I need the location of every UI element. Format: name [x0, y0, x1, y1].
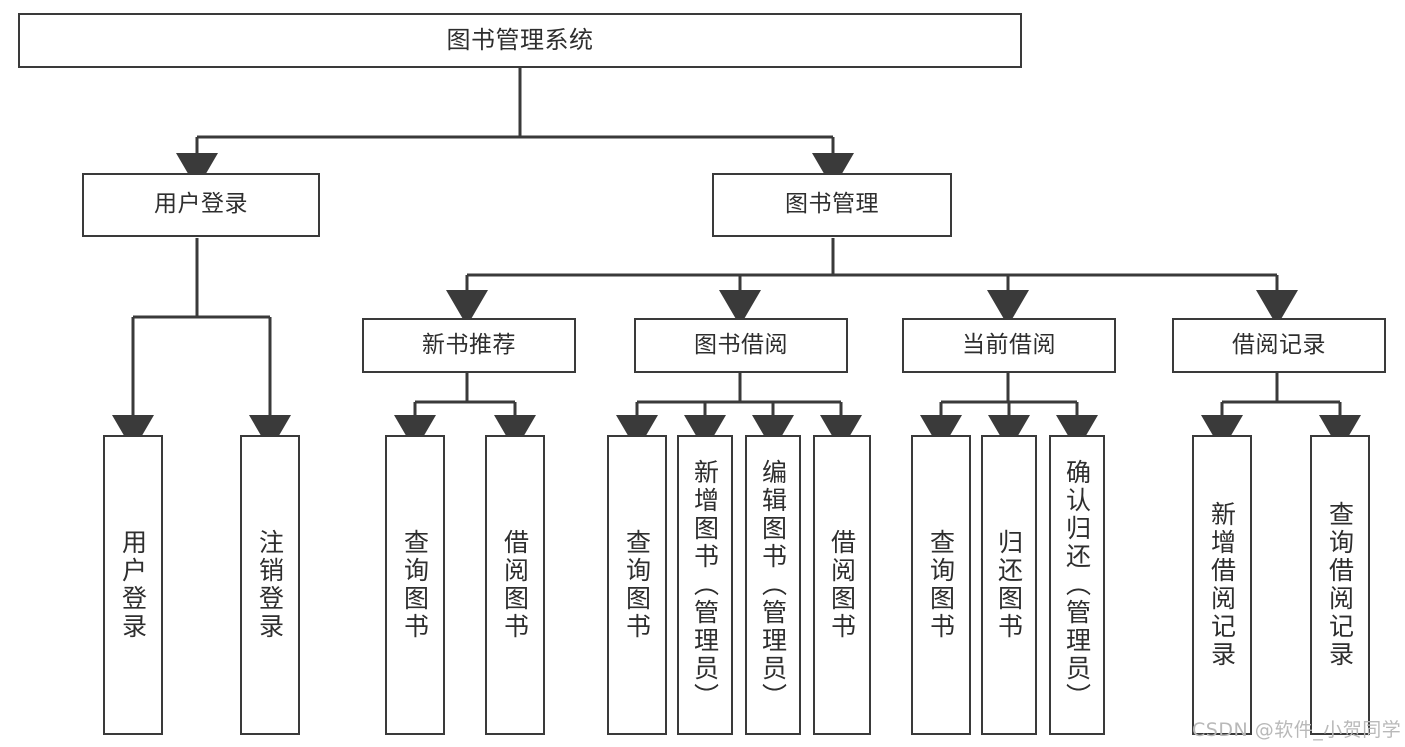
- node-label: 新增图书（管理员）: [690, 459, 720, 711]
- node-label: 注销登录: [255, 529, 285, 641]
- leaf-query-books-new[interactable]: 查询图书: [385, 435, 445, 735]
- leaf-query-borrow-record[interactable]: 查询借阅记录: [1310, 435, 1370, 735]
- node-label: 用户登录: [154, 191, 248, 218]
- node-label: 当前借阅: [962, 331, 1056, 358]
- node-label: 查询图书: [926, 529, 956, 641]
- node-book-management[interactable]: 图书管理: [712, 173, 952, 237]
- node-root-library-system[interactable]: 图书管理系统: [18, 13, 1022, 68]
- node-label: 确认归还（管理员）: [1062, 459, 1092, 711]
- node-label: 查询借阅记录: [1325, 501, 1355, 669]
- node-label: 图书借阅: [694, 331, 788, 358]
- node-label: 借阅记录: [1232, 331, 1326, 358]
- leaf-return-books[interactable]: 归还图书: [981, 435, 1037, 735]
- node-label: 图书管理: [785, 191, 879, 218]
- node-current-borrow[interactable]: 当前借阅: [902, 318, 1116, 373]
- leaf-edit-book-admin[interactable]: 编辑图书（管理员）: [745, 435, 801, 735]
- node-new-book-recommend[interactable]: 新书推荐: [362, 318, 576, 373]
- leaf-borrow-books-new[interactable]: 借阅图书: [485, 435, 545, 735]
- node-user-login[interactable]: 用户登录: [82, 173, 320, 237]
- leaf-add-book-admin[interactable]: 新增图书（管理员）: [677, 435, 733, 735]
- node-label: 借阅图书: [827, 529, 857, 641]
- csdn-watermark: CSDN @软件_小贺同学: [1192, 719, 1402, 741]
- node-label: 图书管理系统: [446, 26, 594, 55]
- node-book-borrow[interactable]: 图书借阅: [634, 318, 848, 373]
- leaf-add-borrow-record[interactable]: 新增借阅记录: [1192, 435, 1252, 735]
- node-borrow-records[interactable]: 借阅记录: [1172, 318, 1386, 373]
- leaf-logout[interactable]: 注销登录: [240, 435, 300, 735]
- leaf-query-books-borrow[interactable]: 查询图书: [607, 435, 667, 735]
- leaf-borrow-books[interactable]: 借阅图书: [813, 435, 871, 735]
- leaf-confirm-return-admin[interactable]: 确认归还（管理员）: [1049, 435, 1105, 735]
- node-label: 新书推荐: [422, 331, 516, 358]
- node-label: 用户登录: [118, 529, 148, 641]
- node-label: 查询图书: [622, 529, 652, 641]
- leaf-user-login[interactable]: 用户登录: [103, 435, 163, 735]
- node-label: 归还图书: [994, 529, 1024, 641]
- node-label: 查询图书: [400, 529, 430, 641]
- node-label: 借阅图书: [500, 529, 530, 641]
- node-label: 编辑图书（管理员）: [758, 459, 788, 711]
- node-label: 新增借阅记录: [1207, 501, 1237, 669]
- leaf-query-books-current[interactable]: 查询图书: [911, 435, 971, 735]
